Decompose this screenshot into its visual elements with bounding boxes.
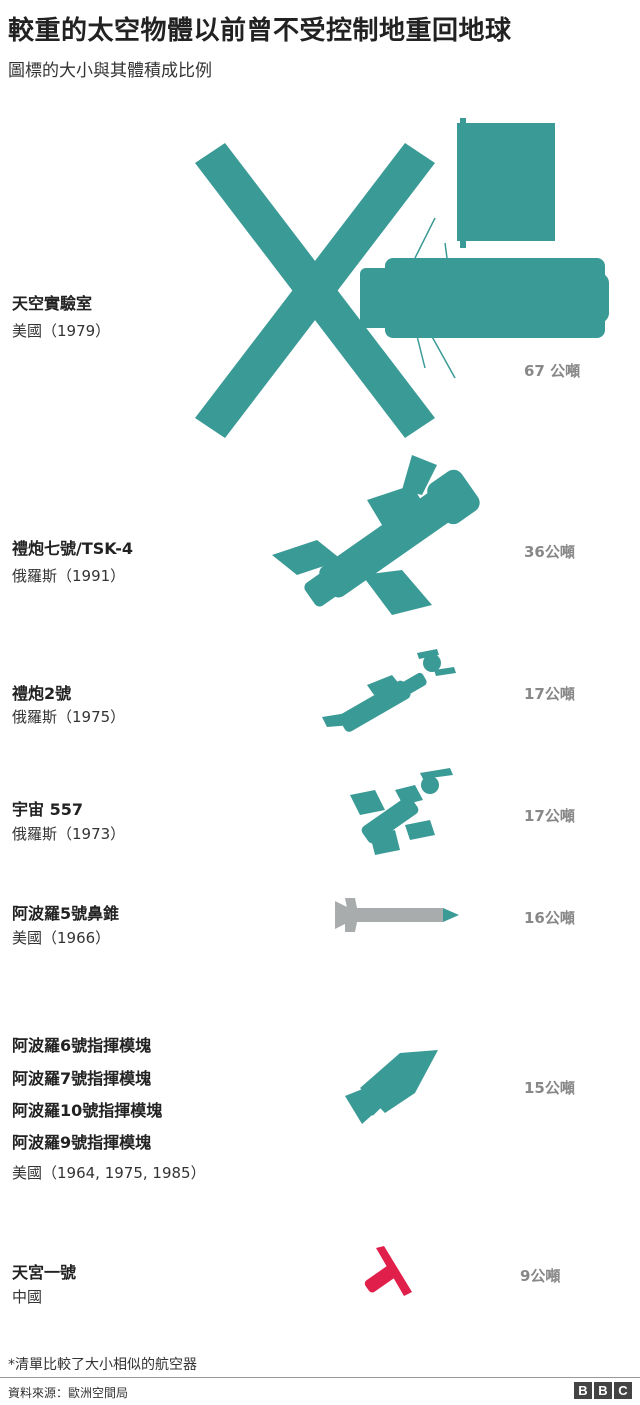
footnote: *清單比較了大小相似的航空器 (8, 1357, 197, 1373)
apollo-5-nose-cone-icon (335, 898, 459, 932)
chart-title: 較重的太空物體以前曾不受控制地重回地球 (8, 16, 512, 46)
row-origin: 俄羅斯（1991） (12, 567, 126, 585)
row-origin: 中國 (12, 1288, 43, 1306)
row-origin: 美國（1964, 1975, 1985） (12, 1164, 206, 1182)
footer-divider (0, 1377, 640, 1378)
salyut-2-icon (322, 649, 456, 732)
chart-subtitle: 圖標的大小與其體積成比例 (8, 61, 212, 81)
source-credit: 資料來源：歐洲空間局 (8, 1386, 129, 1400)
row-mass-label: 9公噸 (520, 1267, 561, 1285)
apollo-command-module-icon (345, 1050, 438, 1124)
row-mass-label: 67 公噸 (524, 362, 581, 380)
row-name: 禮炮七號/TSK-4 (12, 539, 134, 558)
row-name: 阿波羅9號指揮模塊 (12, 1133, 152, 1152)
bbc-logo-letter: B (594, 1382, 612, 1399)
row-mass-label: 17公噸 (524, 807, 575, 825)
row-mass-label: 36公噸 (524, 543, 575, 561)
row-origin: 美國（1979） (12, 322, 111, 340)
row-origin: 俄羅斯（1973） (12, 825, 126, 843)
row-name: 宇宙 557 (12, 800, 83, 819)
bbc-logo-letter: C (614, 1382, 632, 1399)
row-origin: 美國（1966） (12, 929, 111, 947)
row-name: 阿波羅6號指揮模塊 (12, 1036, 152, 1055)
row-origin: 俄羅斯（1975） (12, 708, 126, 726)
row-name: 阿波羅5號鼻錐 (12, 904, 120, 923)
row-name: 阿波羅10號指揮模塊 (12, 1101, 163, 1120)
row-name: 阿波羅7號指揮模塊 (12, 1069, 152, 1088)
bbc-logo-letter: B (574, 1382, 592, 1399)
row-mass-label: 15公噸 (524, 1079, 575, 1097)
salyut-7-icon (272, 455, 480, 615)
row-mass-label: 16公噸 (524, 909, 575, 927)
kosmos-557-icon (350, 768, 453, 855)
tiangong-1-icon (364, 1246, 412, 1296)
row-name: 天宮一號 (12, 1263, 77, 1282)
row-name: 禮炮2號 (12, 684, 72, 703)
row-name: 天空實驗室 (12, 294, 93, 313)
skylab-icon (195, 118, 609, 438)
bbc-logo: B B C (574, 1382, 632, 1399)
row-mass-label: 17公噸 (524, 685, 575, 703)
